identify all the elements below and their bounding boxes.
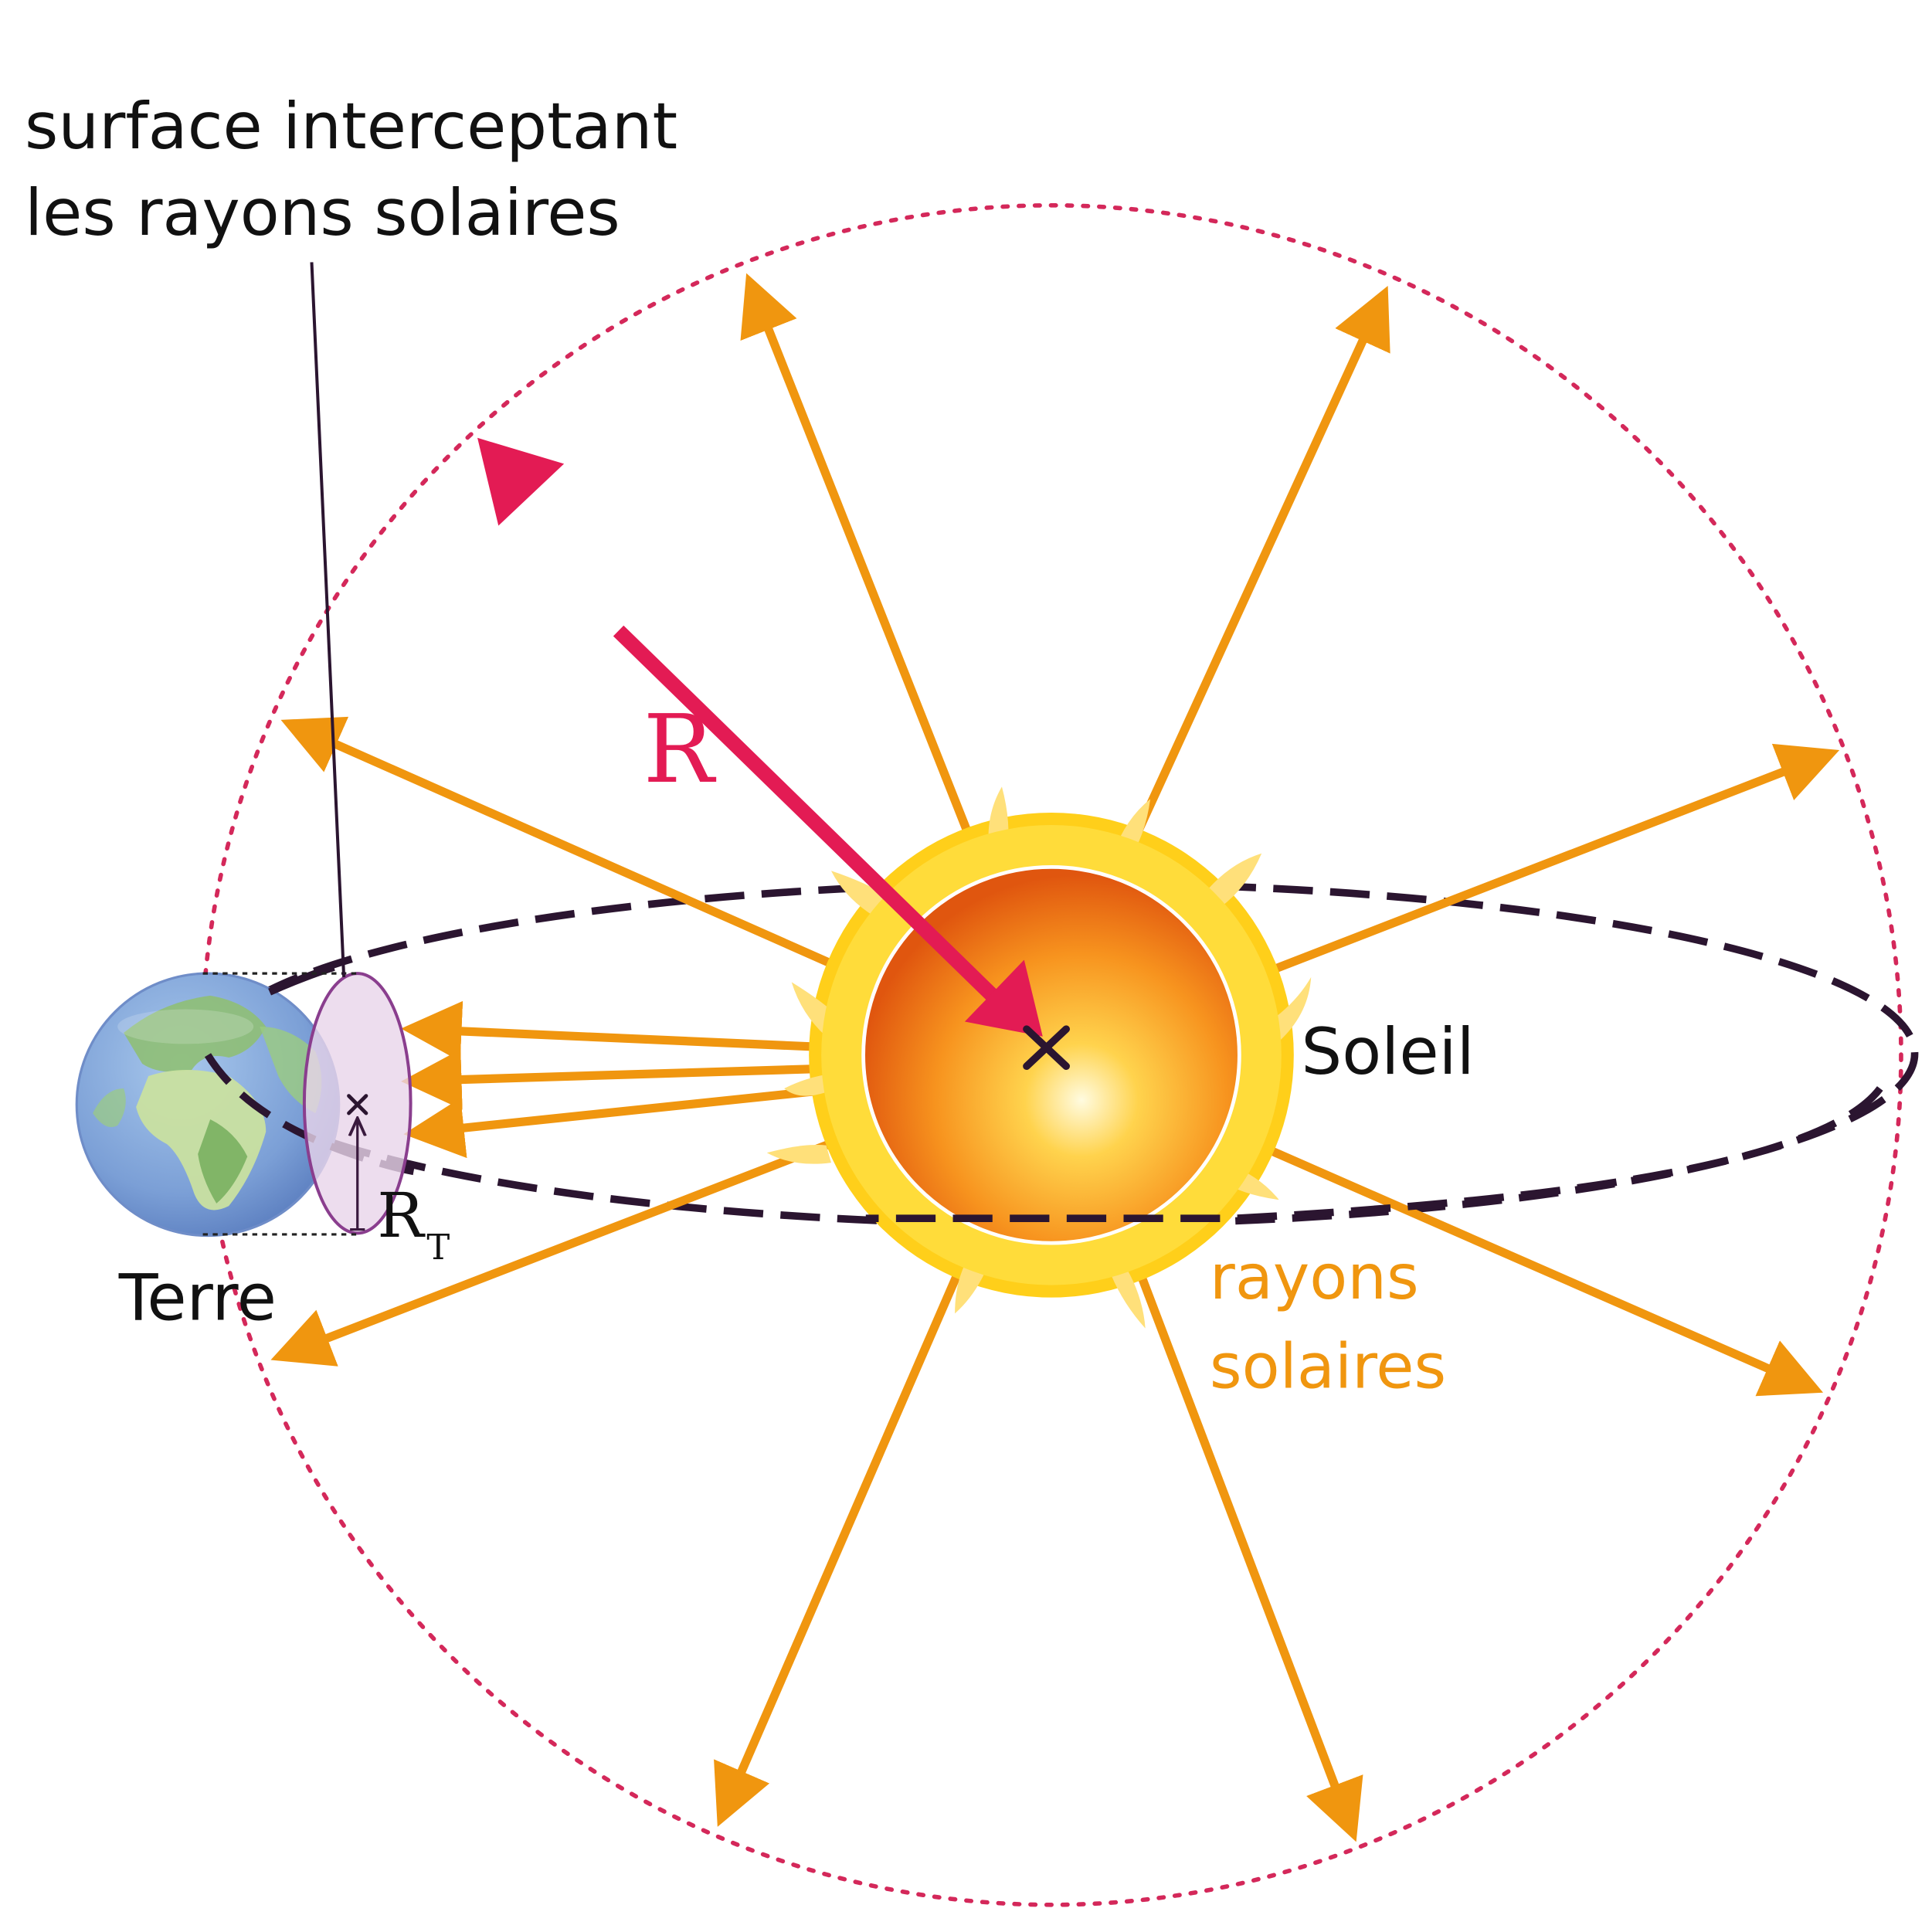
globe-icon <box>75 972 341 1238</box>
earth-center-cross <box>347 1094 368 1115</box>
ray-arrow <box>1232 743 1840 989</box>
ray-arrow <box>403 1081 867 1159</box>
radius-label: R <box>643 694 717 804</box>
earth-label: Terre <box>118 1260 277 1335</box>
ray-arrow <box>1121 1232 1363 1842</box>
ray-arrow <box>401 1049 864 1110</box>
surface-label-line2: les rayons solaires <box>25 175 620 250</box>
sun-label: Soleil <box>1301 1014 1474 1089</box>
ray-arrow <box>270 1124 873 1367</box>
ray-arrow <box>714 1232 979 1827</box>
cross-icon <box>1023 1025 1070 1070</box>
ray-arrow <box>740 273 988 874</box>
rays-label-line1: rayons <box>1210 1241 1419 1313</box>
radius-arrowhead-in <box>964 959 1043 1037</box>
ray-arrow <box>1124 286 1390 856</box>
earth-radius-subscript: T <box>426 1227 450 1268</box>
radius-arrowhead-out <box>477 437 565 526</box>
earth-radius-label: R <box>377 1180 426 1251</box>
ray-arrow <box>1228 1129 1824 1397</box>
earth-orbit-front <box>865 1086 1883 1222</box>
leader-line <box>310 262 346 978</box>
radius-arrow <box>613 625 1027 1030</box>
ray-arrow <box>401 1000 864 1062</box>
solar-rays <box>270 273 1840 1842</box>
ray-arrow <box>280 716 878 988</box>
earth-orbit-top-left <box>268 963 335 996</box>
surface-label-line1: surface interceptant <box>25 89 677 164</box>
rays-label-line2: solaires <box>1210 1330 1446 1402</box>
